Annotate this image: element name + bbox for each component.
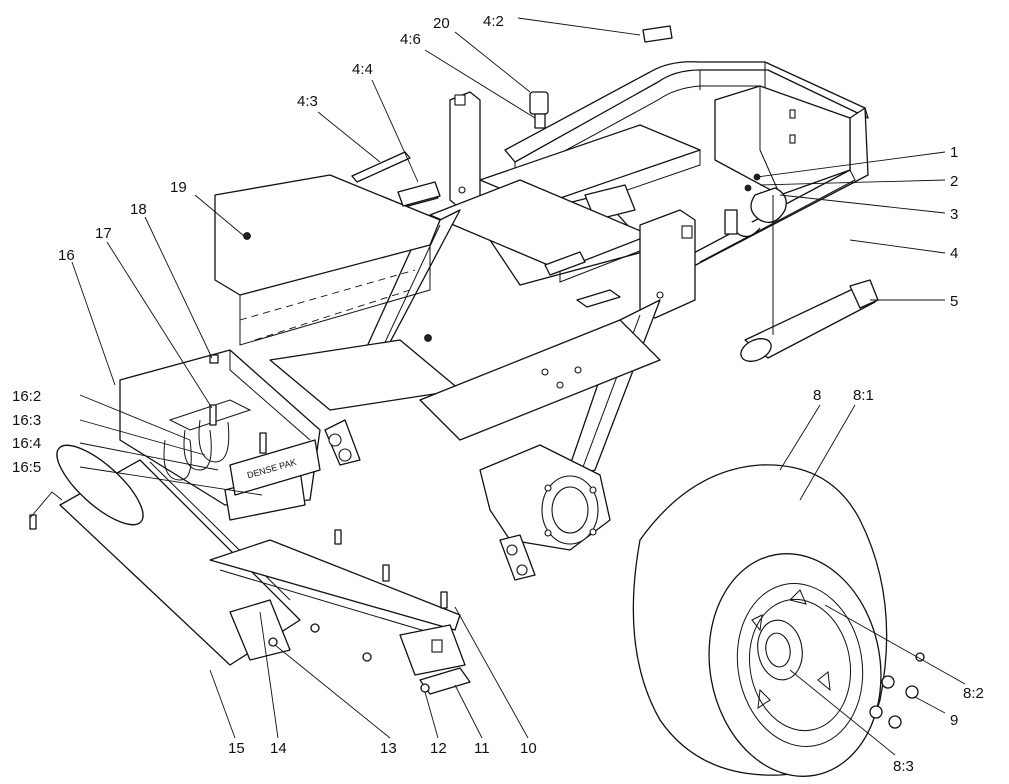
deck-plate-assembly: DENSE PAK	[119, 174, 441, 521]
callout-8-2: 8:2	[963, 685, 984, 702]
callout-4-2: 4:2	[483, 13, 504, 30]
callout-18: 18	[130, 201, 147, 218]
leader-lines	[29, 17, 966, 756]
callout-8-3: 8:3	[893, 758, 914, 775]
callout-4-3: 4:3	[297, 93, 318, 110]
callout-8: 8	[813, 387, 821, 404]
callout-9: 9	[950, 712, 958, 729]
callout-19: 19	[170, 179, 187, 196]
tube-5	[740, 279, 879, 362]
callout-4: 4	[950, 245, 958, 262]
callout-12: 12	[430, 740, 447, 757]
callout-16-4: 16:4	[12, 435, 41, 452]
callout-3: 3	[950, 206, 958, 223]
callout-16-3: 16:3	[12, 412, 41, 429]
wheel-8	[632, 464, 925, 777]
callout-16-2: 16:2	[12, 388, 41, 405]
block-4-4	[397, 181, 441, 207]
callout-14: 14	[270, 740, 287, 757]
callout-5: 5	[950, 293, 958, 310]
main-frame	[269, 61, 869, 581]
clamps-1-3	[724, 173, 787, 335]
callout-16: 16	[58, 247, 75, 264]
callout-1: 1	[950, 144, 958, 161]
callout-16-5: 16:5	[12, 459, 41, 476]
callout-20: 20	[433, 15, 450, 32]
callouts: 4:2 20 4:6 4:4 4:3 19 18 17 16 16:2 16:3…	[12, 13, 984, 775]
callout-15: 15	[228, 740, 245, 757]
callout-13: 13	[380, 740, 397, 757]
pad-4-2	[642, 25, 673, 43]
callout-8-1: 8:1	[853, 387, 874, 404]
callout-17: 17	[95, 225, 112, 242]
decal-4-3	[351, 151, 411, 183]
callout-11: 11	[474, 740, 490, 757]
callout-4-6: 4:6	[400, 31, 421, 48]
bushing-20	[529, 91, 549, 129]
callout-2: 2	[950, 173, 958, 190]
callout-4-4: 4:4	[352, 61, 373, 78]
callout-10: 10	[520, 740, 537, 757]
